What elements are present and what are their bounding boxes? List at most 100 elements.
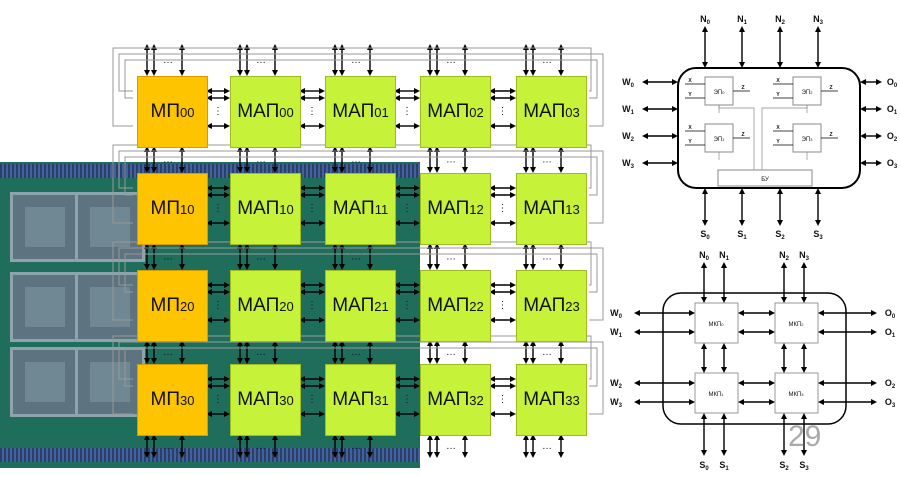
control-unit-label: БУ xyxy=(761,177,769,183)
ellipsis: ⋮ xyxy=(402,106,412,117)
input-x-label: X xyxy=(688,125,692,131)
ellipsis: … xyxy=(256,155,266,166)
north-port-label: N1 xyxy=(737,14,748,26)
block-label: МАП xyxy=(237,389,280,410)
ellipsis: … xyxy=(351,441,361,452)
block-label: МАП xyxy=(332,198,375,219)
ellipsis: … xyxy=(351,252,361,263)
block-label: МАП xyxy=(237,101,280,122)
west-port-label: W2 xyxy=(610,378,623,390)
ellipsis: … xyxy=(446,252,456,263)
wraparound-link xyxy=(118,247,604,321)
ellipsis: … xyxy=(446,155,456,166)
element-label: ЭП0 xyxy=(714,90,726,96)
west-port-label: W2 xyxy=(622,131,635,143)
south-port-label: S1 xyxy=(737,229,747,241)
ellipsis: … xyxy=(542,252,552,263)
board-connector xyxy=(0,448,420,462)
block-label: МП xyxy=(150,101,180,122)
switch-label: МКП0 xyxy=(708,322,724,328)
block-label: МАП xyxy=(427,198,470,219)
west-port-label: W1 xyxy=(610,327,623,339)
switch-label: МКП2 xyxy=(788,322,804,328)
block-index: 31 xyxy=(374,392,389,408)
output-z-label: Z xyxy=(741,132,744,138)
ellipsis: ⋮ xyxy=(498,106,508,117)
fpga-chip xyxy=(75,347,145,417)
element-label: ЭП1 xyxy=(714,137,726,143)
ellipsis: ⋮ xyxy=(307,394,317,405)
switch-label: МКП1 xyxy=(708,392,724,398)
block-label: МАП xyxy=(332,101,375,122)
block-label: МАП xyxy=(427,295,470,316)
ellipsis: … xyxy=(542,441,552,452)
input-y-label: Y xyxy=(688,139,692,145)
south-port-label: S2 xyxy=(779,460,789,472)
ellipsis: … xyxy=(256,252,266,263)
north-port-label: N0 xyxy=(699,250,710,262)
ellipsis: … xyxy=(256,347,266,358)
block-index: 01 xyxy=(374,104,389,120)
block-index: 20 xyxy=(279,298,294,314)
north-port-label: N2 xyxy=(779,250,790,262)
east-port-label: O3 xyxy=(885,397,896,409)
block-label: МАП xyxy=(523,389,566,410)
ellipsis: … xyxy=(446,441,456,452)
input-x-label: X xyxy=(776,125,780,131)
block-label: МП xyxy=(150,389,180,410)
ellipsis: … xyxy=(163,155,173,166)
ellipsis: ⋮ xyxy=(307,300,317,311)
block-index: 20 xyxy=(180,298,195,314)
ellipsis: ⋮ xyxy=(498,394,508,405)
ellipsis: … xyxy=(446,347,456,358)
block-label: МАП xyxy=(427,389,470,410)
south-port-label: S1 xyxy=(719,460,729,472)
ellipsis: ⋮ xyxy=(402,300,412,311)
switch-block xyxy=(694,372,739,414)
fpga-chip xyxy=(75,192,145,262)
block-index: 10 xyxy=(279,201,294,217)
input-y-label: Y xyxy=(776,139,780,145)
block-label: МАП xyxy=(237,198,280,219)
block-index: 13 xyxy=(565,201,580,217)
input-x-label: X xyxy=(688,78,692,84)
switch-block xyxy=(694,302,739,344)
output-z-label: Z xyxy=(829,132,832,138)
control-unit xyxy=(717,169,813,187)
input-y-label: Y xyxy=(776,92,780,98)
wraparound-link xyxy=(124,253,598,293)
south-port-label: S2 xyxy=(775,229,785,241)
ellipsis: … xyxy=(256,441,266,452)
element-block xyxy=(704,76,734,106)
switch-block xyxy=(774,302,819,344)
element-label: ЭП2 xyxy=(802,90,814,96)
fpga-chip xyxy=(10,347,80,417)
ellipsis: ⋮ xyxy=(213,203,223,214)
output-z-label: Z xyxy=(741,85,744,91)
wraparound-link xyxy=(124,156,598,196)
ellipsis: … xyxy=(351,155,361,166)
north-port-label: N2 xyxy=(775,14,786,26)
ellipsis: ⋮ xyxy=(307,106,317,117)
east-port-label: O0 xyxy=(885,308,896,320)
block-index: 11 xyxy=(374,201,389,217)
ellipsis: … xyxy=(542,155,552,166)
wraparound-link xyxy=(118,341,604,415)
east-port-label: O3 xyxy=(887,158,898,170)
north-port-label: N3 xyxy=(813,14,824,26)
